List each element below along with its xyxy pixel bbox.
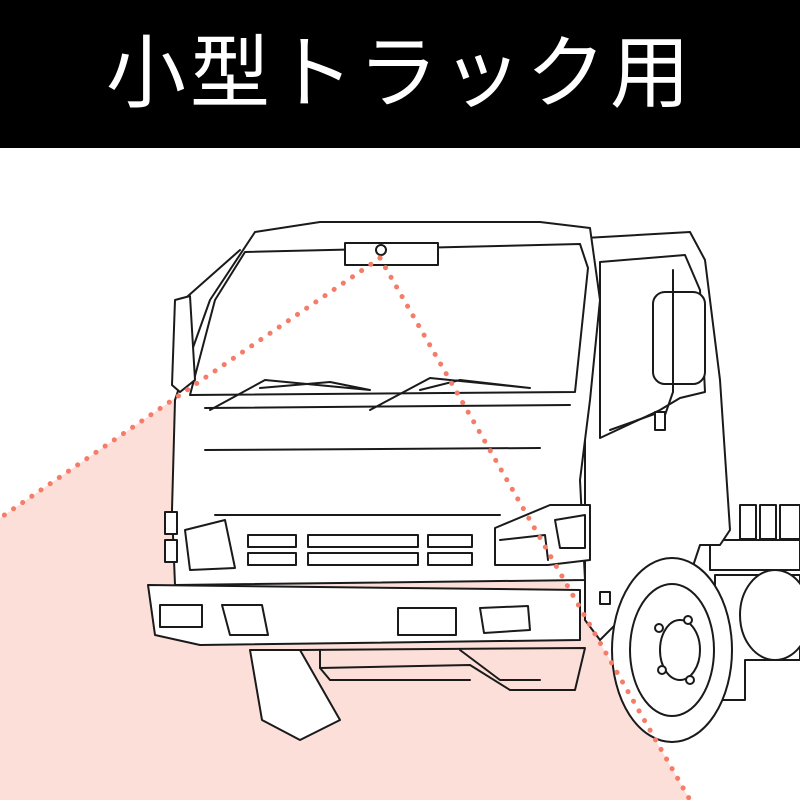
left-headlight bbox=[184, 519, 236, 571]
right-fog-lamp bbox=[479, 605, 531, 634]
windshield bbox=[189, 243, 589, 396]
right-mirror bbox=[652, 291, 706, 385]
chassis-frame bbox=[709, 539, 800, 571]
title-banner: 小型トラック用 bbox=[0, 0, 800, 148]
banner-title: 小型トラック用 bbox=[106, 27, 694, 120]
right-wiper bbox=[369, 377, 531, 411]
camera-lens bbox=[375, 244, 387, 256]
truck-camera-illustration bbox=[0, 221, 800, 800]
grille-slot bbox=[247, 534, 297, 548]
left-wiper bbox=[209, 379, 371, 411]
front-left-wheel bbox=[249, 649, 341, 741]
rear-wheel bbox=[739, 569, 800, 661]
truck-line-art bbox=[147, 221, 800, 743]
left-mirror bbox=[171, 295, 196, 393]
left-fog-lamp bbox=[159, 604, 203, 628]
camera-rays bbox=[0, 255, 693, 800]
camera-ray-left bbox=[0, 255, 383, 521]
camera-housing bbox=[344, 242, 439, 266]
camera-ray-right bbox=[377, 255, 693, 800]
